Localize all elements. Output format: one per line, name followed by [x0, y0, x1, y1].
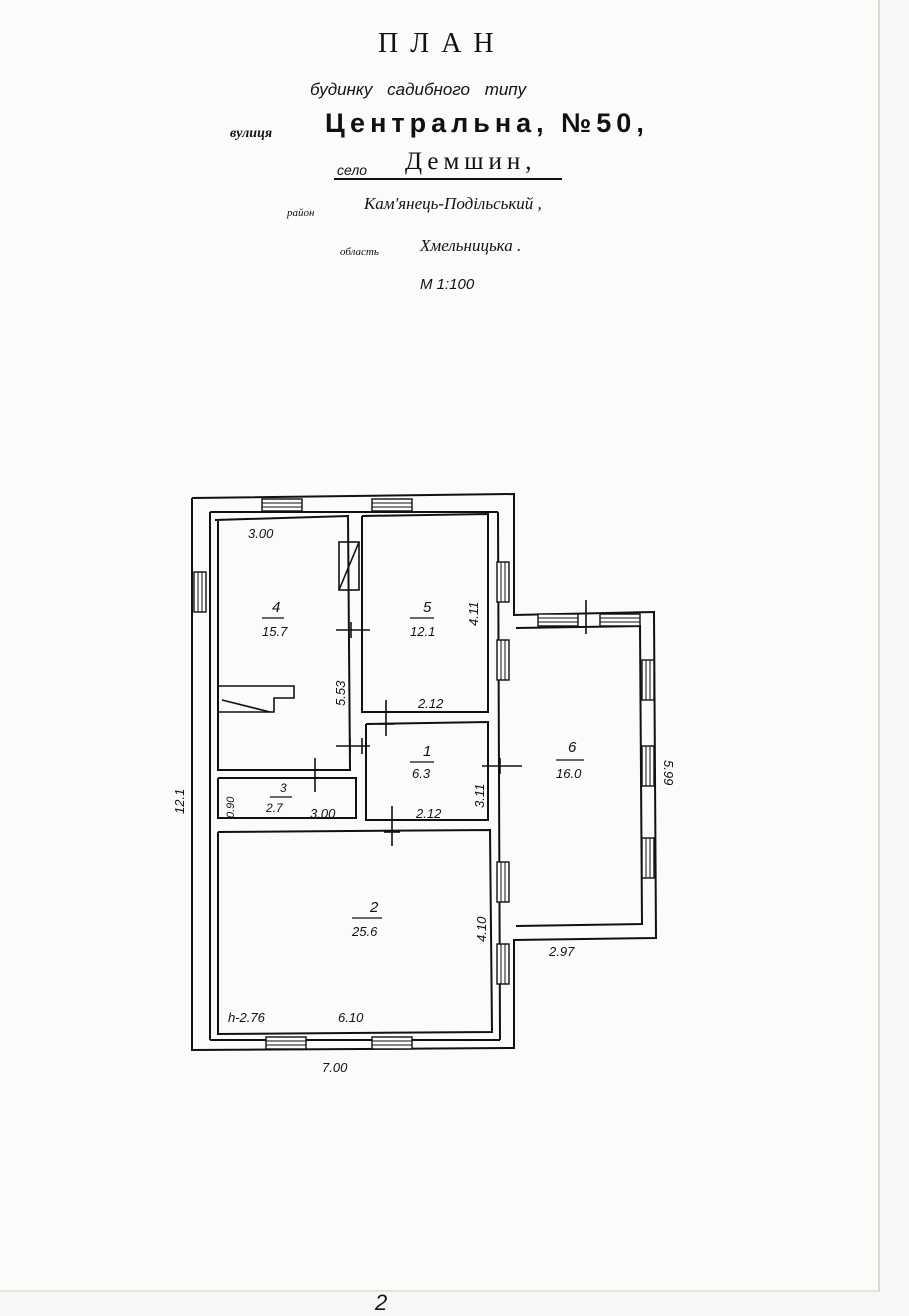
door-marks [307, 600, 587, 846]
dim-room5-height: 4.11 [466, 602, 481, 626]
region-name: Хмельницька . [420, 236, 522, 255]
village-label: село [337, 162, 368, 178]
dim-room2-width: 6.10 [338, 1010, 364, 1025]
district-name: Кам'янець-Подільський , [364, 194, 542, 213]
page-number: 2 [375, 1290, 388, 1315]
dim-room1-width: 2.12 [415, 806, 442, 821]
room-4-number: 4 [272, 599, 280, 616]
dim-room5-width: 2.12 [417, 696, 444, 711]
plan-title: ПЛАН [378, 28, 506, 59]
village-underline [334, 178, 562, 180]
dim-room3-height: 0.90 [225, 796, 237, 818]
dim-overall-width: 7.00 [322, 1060, 348, 1075]
scale-label: М 1:100 [420, 276, 475, 293]
dim-room4-height: 5.53 [333, 680, 348, 706]
room-labels: 4 15.7 5 12.1 1 6.3 3 2.7 6 16.0 2 25.6 [262, 599, 584, 939]
dim-overall-height: 12.1 [172, 789, 187, 814]
dim-room1-height: 3.11 [472, 784, 487, 808]
document-sheet [0, 0, 880, 1292]
room-2-number: 2 [369, 899, 379, 916]
dim-room2-ceiling: h-2.76 [228, 1010, 266, 1025]
room-5-number: 5 [423, 599, 432, 616]
dim-room2-height: 4.10 [474, 916, 489, 942]
stove-symbol [218, 541, 360, 713]
room-3-area: 2.7 [265, 801, 284, 815]
plan-subtitle: будинку садибного типу [310, 80, 527, 99]
room-5-area: 12.1 [410, 624, 435, 639]
street-name: Центральна, №50, [325, 108, 649, 138]
dimension-labels: 3.00 4.11 5.53 2.12 3.11 2.12 3.00 0.90 … [172, 526, 676, 1075]
room-2-area: 25.6 [351, 924, 378, 939]
room-1-area: 6.3 [412, 766, 431, 781]
dim-room4-width: 3.00 [248, 526, 274, 541]
room-6-area: 16.0 [556, 766, 582, 781]
region-label: область [340, 246, 379, 258]
room-1-number: 1 [423, 743, 431, 760]
district-label: район [287, 207, 315, 219]
village-name: Демшин, [405, 148, 537, 175]
room-4-area: 15.7 [262, 624, 288, 639]
street-label: вулиця [230, 126, 273, 141]
dim-room6-height: 5.99 [661, 760, 676, 785]
dim-room6-width: 2.97 [548, 944, 575, 959]
room-6-number: 6 [568, 739, 577, 756]
room-3-number: 3 [280, 781, 287, 795]
dim-room3-width: 3.00 [310, 806, 336, 821]
